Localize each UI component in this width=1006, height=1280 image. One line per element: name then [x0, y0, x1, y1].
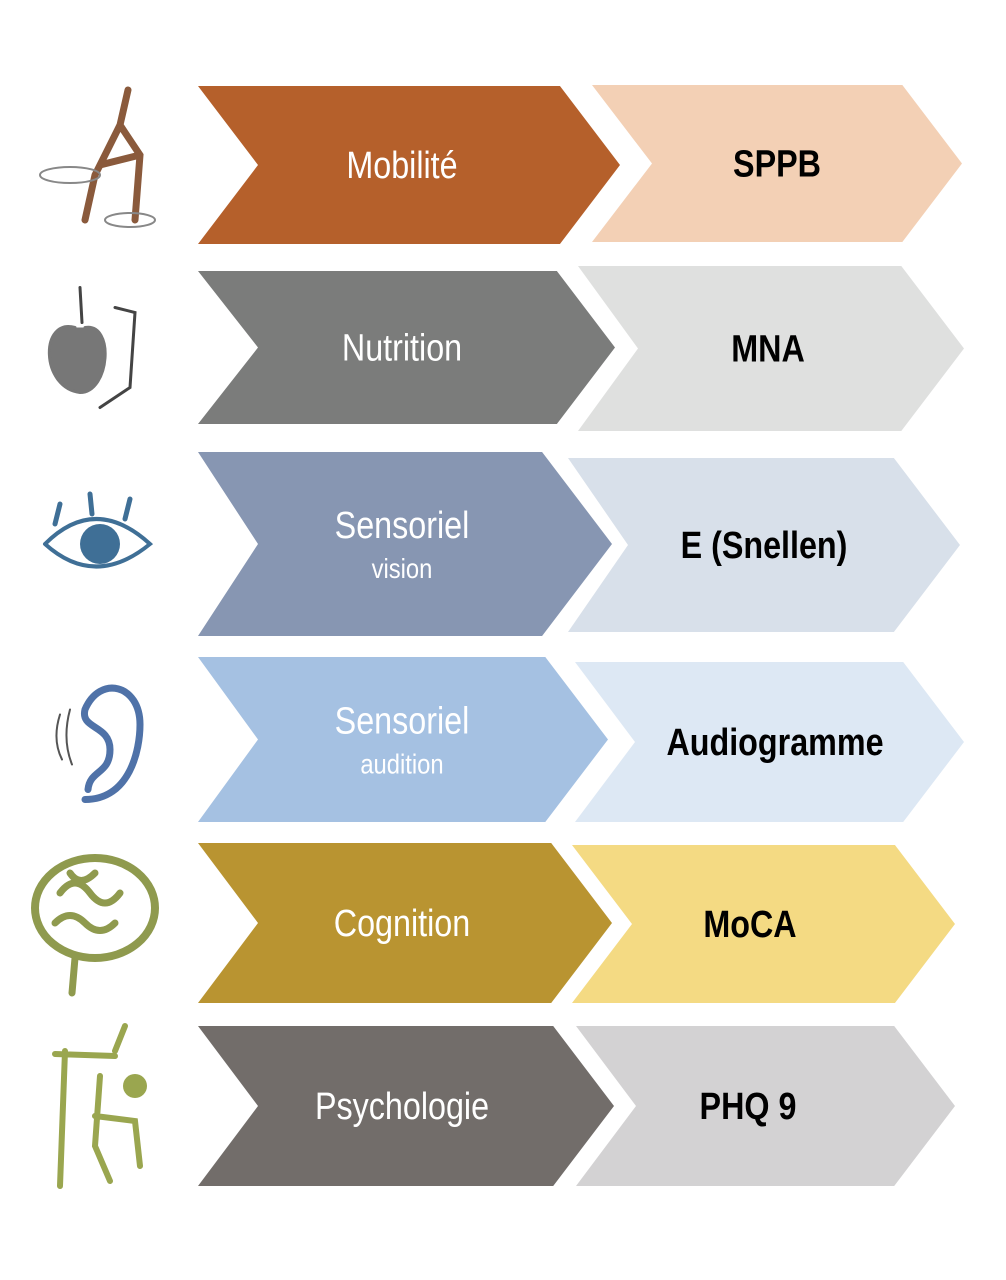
assessment-tool-label: MoCA: [703, 904, 796, 946]
ear-icon: [55, 684, 144, 803]
brain-icon: [31, 854, 159, 997]
row-2: Nutrition MNA: [198, 266, 964, 431]
tool-chevron: [575, 662, 964, 822]
row-6: Psychologie PHQ 9: [198, 1026, 955, 1186]
assessment-tool-label: SPPB: [733, 143, 821, 185]
tool-chevron: [578, 266, 964, 431]
domain-chevron: [198, 452, 612, 636]
domain-chevron: [198, 271, 615, 424]
domain-chevron: [198, 86, 620, 244]
walking-person-cane-icon: [39, 86, 156, 228]
domain-label: Cognition: [334, 903, 470, 945]
domain-label: Mobilité: [346, 145, 457, 187]
assessment-tool-label: E (Snellen): [681, 525, 848, 567]
domain-chevron: [198, 657, 608, 822]
assessment-tool-label: MNA: [731, 328, 805, 370]
row-1: Mobilité SPPB: [198, 85, 962, 244]
tool-chevron: [572, 845, 955, 1003]
apple-icon: [47, 286, 137, 409]
row-4: Sensoriel audition Audiogramme: [198, 657, 964, 822]
tool-chevron: [576, 1026, 955, 1186]
row-3: Sensoriel vision E (Snellen): [198, 452, 960, 636]
seated-person-plant-icon: [52, 1023, 147, 1189]
domain-label: Nutrition: [342, 327, 462, 369]
domain-sublabel: vision: [372, 552, 433, 584]
domain-chevron: [198, 843, 612, 1003]
domain-label: Sensoriel: [335, 700, 470, 742]
tool-chevron: [568, 458, 960, 632]
assessment-tool-label: Audiogramme: [666, 722, 883, 764]
eye-icon: [43, 491, 154, 569]
domain-sublabel: audition: [360, 748, 443, 780]
tool-chevron: [592, 85, 962, 242]
row-5: Cognition MoCA: [198, 843, 955, 1003]
domain-label: Sensoriel: [335, 505, 470, 547]
domain-label: Psychologie: [315, 1086, 489, 1128]
assessment-tool-label: PHQ 9: [700, 1086, 797, 1128]
domain-chevron: [198, 1026, 614, 1186]
